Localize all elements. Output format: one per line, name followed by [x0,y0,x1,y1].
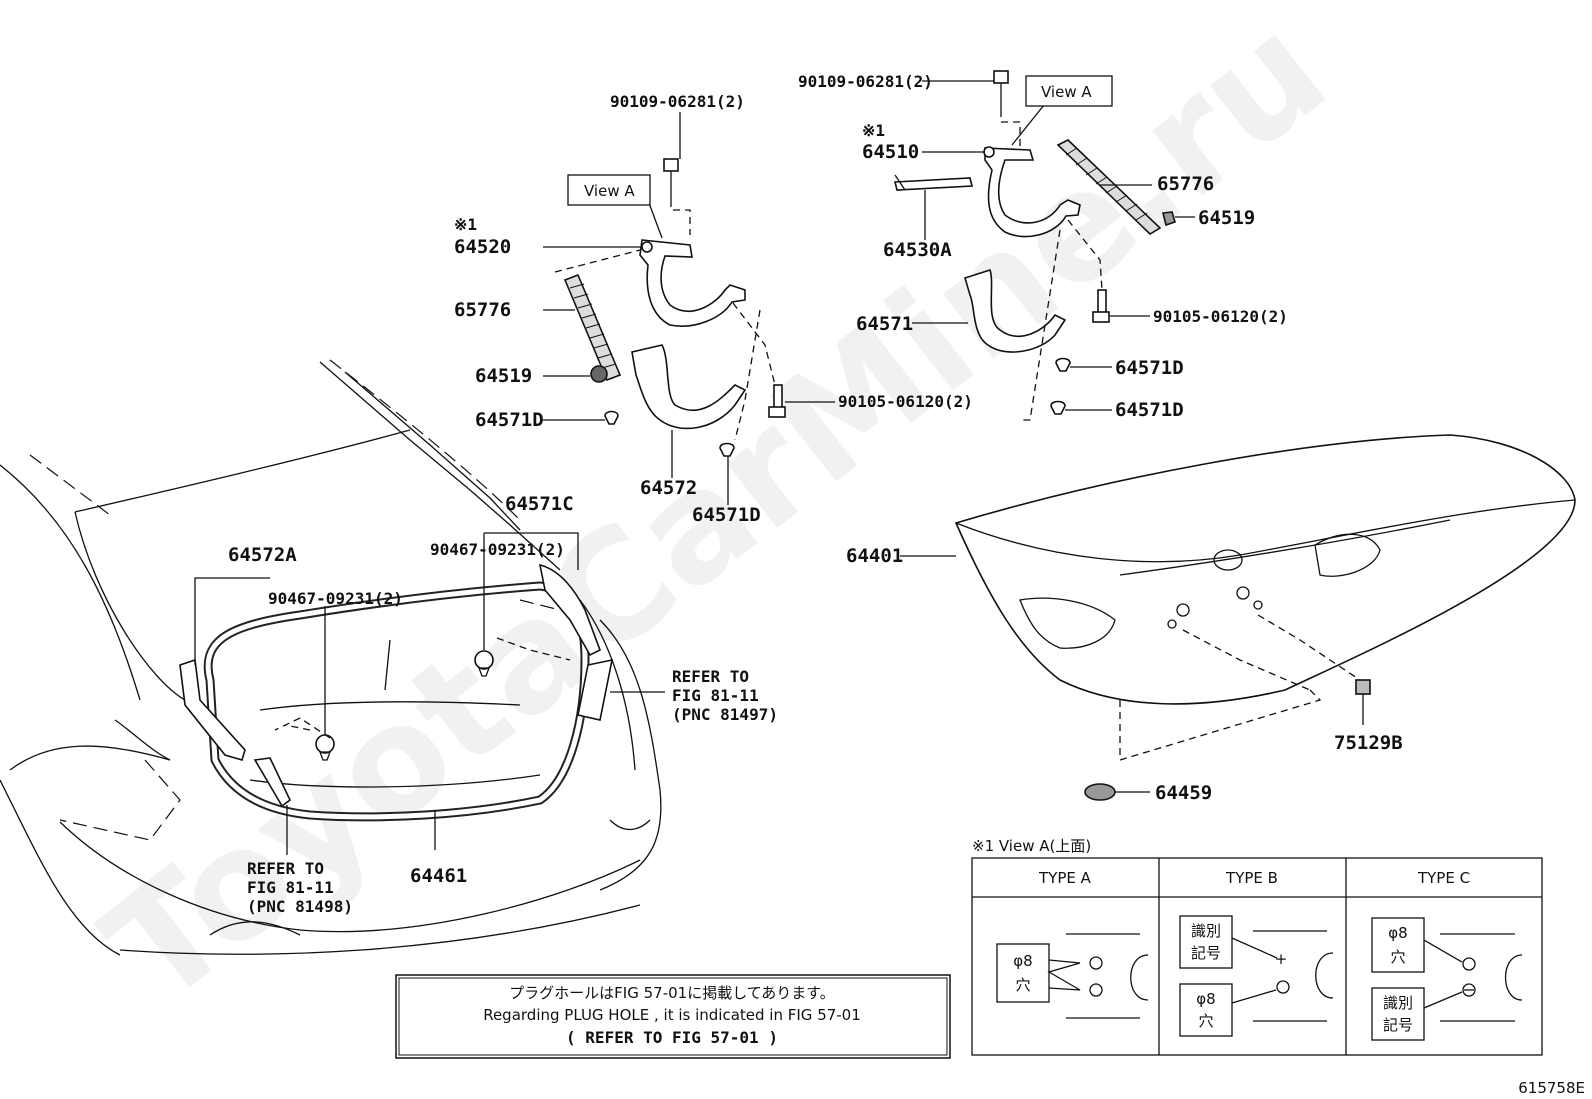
svg-text:(PNC 81497): (PNC 81497) [672,705,778,724]
clip-90467-left [315,734,335,761]
figure-id: 615758E [1518,1079,1585,1097]
car-body-outline [0,359,662,956]
svg-text:+: + [1275,950,1288,968]
svg-text:View A: View A [1041,83,1092,101]
label-64520: 64520 [454,236,511,258]
view-a-table-title: ※1 View A(上面) [972,837,1091,855]
view-a-callout-right: View A [1025,75,1113,107]
label-64571D-left1: 64571D [475,409,544,431]
svg-text:識別: 識別 [1383,994,1413,1012]
svg-text:穴: 穴 [1390,948,1405,966]
refer-label-left: REFER TO FIG 81-11 (PNC 81498) [247,859,353,916]
svg-text:識別: 識別 [1191,922,1221,940]
svg-text:(PNC 81498): (PNC 81498) [247,897,353,916]
label-90109-right: 90109-06281(2) [798,72,933,91]
svg-text:φ8: φ8 [1013,952,1032,970]
label-64571D-right2: 64571D [1115,399,1184,421]
label-75129B: 75129B [1334,732,1403,754]
trunk-lid-64401 [900,434,1576,801]
refer-label-right: REFER TO FIG 81-11 (PNC 81497) [672,667,778,724]
label-90105-left: 90105-06120(2) [838,392,973,411]
svg-text:Regarding PLUG HOLE , it is i: Regarding PLUG HOLE , it is indicated in… [483,1006,861,1024]
label-64572: 64572 [640,477,697,499]
svg-text:穴: 穴 [1015,976,1030,994]
mark-1-left: ※1 [454,215,477,234]
label-90105-right: 90105-06120(2) [1153,307,1288,326]
svg-text:φ8: φ8 [1388,924,1407,942]
label-64571: 64571 [856,313,913,335]
svg-text:REFER TO: REFER TO [672,667,749,686]
svg-text:( REFER TO FIG 57-01 ): ( REFER TO FIG 57-01 ) [566,1028,778,1047]
label-64571D-left2: 64571D [692,504,761,526]
svg-text:FIG 81-11: FIG 81-11 [247,878,334,897]
trim-64571C [538,563,614,721]
header-type-b: TYPE B [1225,869,1278,887]
label-65776-right: 65776 [1157,173,1214,195]
svg-text:記号: 記号 [1191,944,1221,962]
label-64519-left: 64519 [475,365,532,387]
svg-text:FIG 81-11: FIG 81-11 [672,686,759,705]
svg-text:φ8: φ8 [1196,990,1215,1008]
leaders-left [194,532,665,855]
svg-text:REFER TO: REFER TO [247,859,324,878]
header-type-c: TYPE C [1417,869,1470,887]
hinge-group-right [893,70,1176,421]
label-64510: 64510 [862,141,919,163]
clip-90467-mid [474,650,494,677]
label-64571D-right1: 64571D [1115,357,1184,379]
label-65776-left: 65776 [454,299,511,321]
leaders-hinge [543,80,1195,505]
view-a-table: ※1 View A(上面) TYPE A TYPE B TYPE C φ8 穴 … [971,837,1543,1056]
plug-hole-note: プラグホールはFIG 57-01に掲載してあります。 Regarding PLU… [395,974,951,1059]
svg-text:プラグホールはFIG 57-01に掲載してあります。: プラグホールはFIG 57-01に掲載してあります。 [509,984,835,1002]
label-64572A: 64572A [228,544,297,566]
label-64459: 64459 [1155,782,1212,804]
svg-text:View A: View A [584,182,635,200]
label-64530A: 64530A [883,239,952,261]
label-64571C: 64571C [505,493,574,515]
mark-1-right: ※1 [862,121,885,140]
hinge-group-left [554,158,786,457]
label-90467-left: 90467-09231(2) [268,589,403,608]
label-64461: 64461 [410,865,467,887]
header-type-a: TYPE A [1038,869,1092,887]
trim-64572A [179,658,292,808]
view-a-callout-left: View A [567,174,651,206]
svg-text:穴: 穴 [1198,1012,1213,1030]
label-64401: 64401 [846,545,903,567]
label-64519-right: 64519 [1198,207,1255,229]
svg-text:記号: 記号 [1383,1016,1413,1034]
label-90109-left: 90109-06281(2) [610,92,745,111]
label-90467-mid: 90467-09231(2) [430,540,565,559]
